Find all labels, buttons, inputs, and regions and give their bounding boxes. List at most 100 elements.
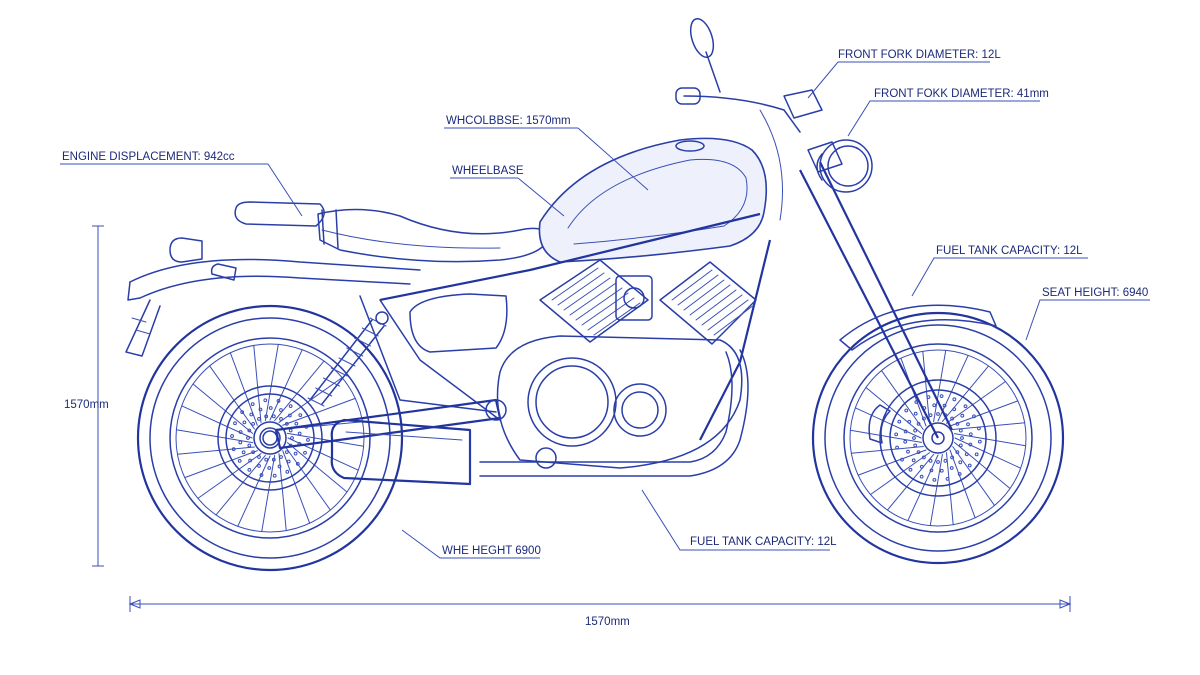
callout-seat-height: SEAT HEIGHT: 6940 (1042, 287, 1148, 299)
wheel-spoke (181, 405, 253, 439)
callout-fuel-tank-2: FUEL TANK CAPACITY: 12L (690, 536, 837, 548)
shock-coil (330, 367, 348, 377)
cylinder-fin (587, 297, 635, 331)
wheel-spoke (933, 349, 947, 423)
disc-hole (247, 467, 252, 472)
wheel-spoke (192, 383, 254, 434)
wheel-spoke (952, 422, 1026, 430)
disc-hole (926, 395, 931, 399)
wheel-spoke (264, 343, 279, 422)
wheel-spoke (287, 437, 359, 471)
cylinder-fin (563, 277, 611, 311)
cylinder-fin (701, 294, 743, 326)
cylinder-fin (713, 304, 755, 336)
wheel-spoke (953, 433, 1027, 447)
engine (496, 259, 757, 469)
disc-hole (290, 436, 294, 440)
disc-hole (288, 428, 293, 433)
disc-hole (950, 416, 955, 421)
wheel-spoke (854, 407, 922, 439)
exhaust (330, 349, 749, 486)
wheel-spoke (857, 449, 927, 476)
disc-hole (913, 411, 918, 416)
disc-hole (958, 443, 963, 448)
disc-hole (240, 410, 245, 415)
wheel-spoke (209, 365, 255, 430)
wheel-spoke (278, 453, 287, 532)
wheel-spoke (953, 441, 1011, 490)
disc-hole (943, 458, 948, 463)
wheel-spoke (274, 360, 325, 422)
disc-hole (921, 416, 926, 421)
wheel-spoke (286, 432, 365, 447)
wheel-spoke (229, 352, 258, 426)
disc-hole (919, 464, 924, 469)
disc-hole (276, 399, 281, 403)
shock-coil (346, 347, 364, 357)
wheel-spoke (870, 452, 930, 496)
wheel-spoke (237, 455, 271, 527)
disc-hole (298, 413, 303, 417)
wheel-spoke (282, 450, 311, 524)
disc-hole (972, 414, 976, 419)
disc-hole (264, 457, 269, 462)
disc-hole (911, 458, 916, 463)
disc-hole (977, 426, 981, 431)
disc-hole (906, 449, 910, 454)
cylinder-fin (677, 274, 719, 306)
disc-hole (914, 400, 919, 404)
disc-hole (233, 421, 237, 426)
disc-hole (964, 452, 969, 457)
disc-hole (231, 447, 236, 452)
disc-hole (249, 412, 254, 417)
wheel-spoke (952, 446, 996, 506)
wheel-spoke (949, 449, 976, 519)
disc-hole (936, 460, 940, 464)
wheel-spoke (197, 453, 262, 499)
disc-hole (247, 428, 252, 433)
disc-hole (952, 407, 957, 412)
disc-hole (921, 455, 926, 460)
disc-hole (286, 459, 291, 464)
disc-hole (250, 402, 255, 407)
callout-engine-displacement: ENGINE DISPLACEMENT: 942cc (62, 151, 235, 163)
disc-hole (279, 455, 283, 459)
disc-hole (913, 443, 918, 448)
callout-wheel-height: WHE HEGHT 6900 (442, 545, 541, 557)
disc-hole (960, 436, 964, 440)
disc-hole (932, 477, 937, 482)
disc-hole (246, 436, 250, 440)
disc-hole (958, 460, 963, 465)
disc-hole (897, 419, 902, 424)
disc-hole (907, 419, 912, 424)
callout-wheelbase-1: WHCOLBBSE: 1570mm (446, 115, 571, 127)
wheel-spoke (175, 429, 254, 444)
wheel-spoke (261, 454, 276, 533)
disc-hole (977, 439, 982, 444)
wheel-spoke (929, 453, 943, 527)
callout-wheelbase-2: WHEELBASE (452, 165, 524, 177)
disc-hole (288, 404, 293, 409)
disc-hole (297, 431, 302, 436)
wheel-spoke (949, 400, 1019, 427)
wheel-spoke (880, 370, 924, 430)
wheel-spoke (865, 386, 923, 435)
wheel-spoke (954, 437, 1022, 469)
shock-coil (307, 397, 325, 407)
callout-front-fork-2: FRONT FOKK DIAMETER: 41mm (874, 88, 1049, 100)
disc-hole (306, 438, 310, 442)
length-dimension-label: 1570mm (585, 616, 630, 628)
disc-hole (942, 403, 947, 408)
seat (234, 201, 549, 263)
wheel-spoke (907, 454, 939, 522)
disc-hole (957, 472, 962, 476)
disc-hole (257, 417, 261, 421)
cylinder-fin (569, 282, 617, 316)
wheel-spoke (946, 452, 954, 526)
disc-hole (903, 429, 908, 434)
shock-coil (323, 377, 340, 387)
disc-hole (895, 445, 899, 450)
shock-coil (354, 337, 371, 347)
cylinder-fin (575, 287, 623, 321)
cylinder-fin (551, 267, 599, 301)
